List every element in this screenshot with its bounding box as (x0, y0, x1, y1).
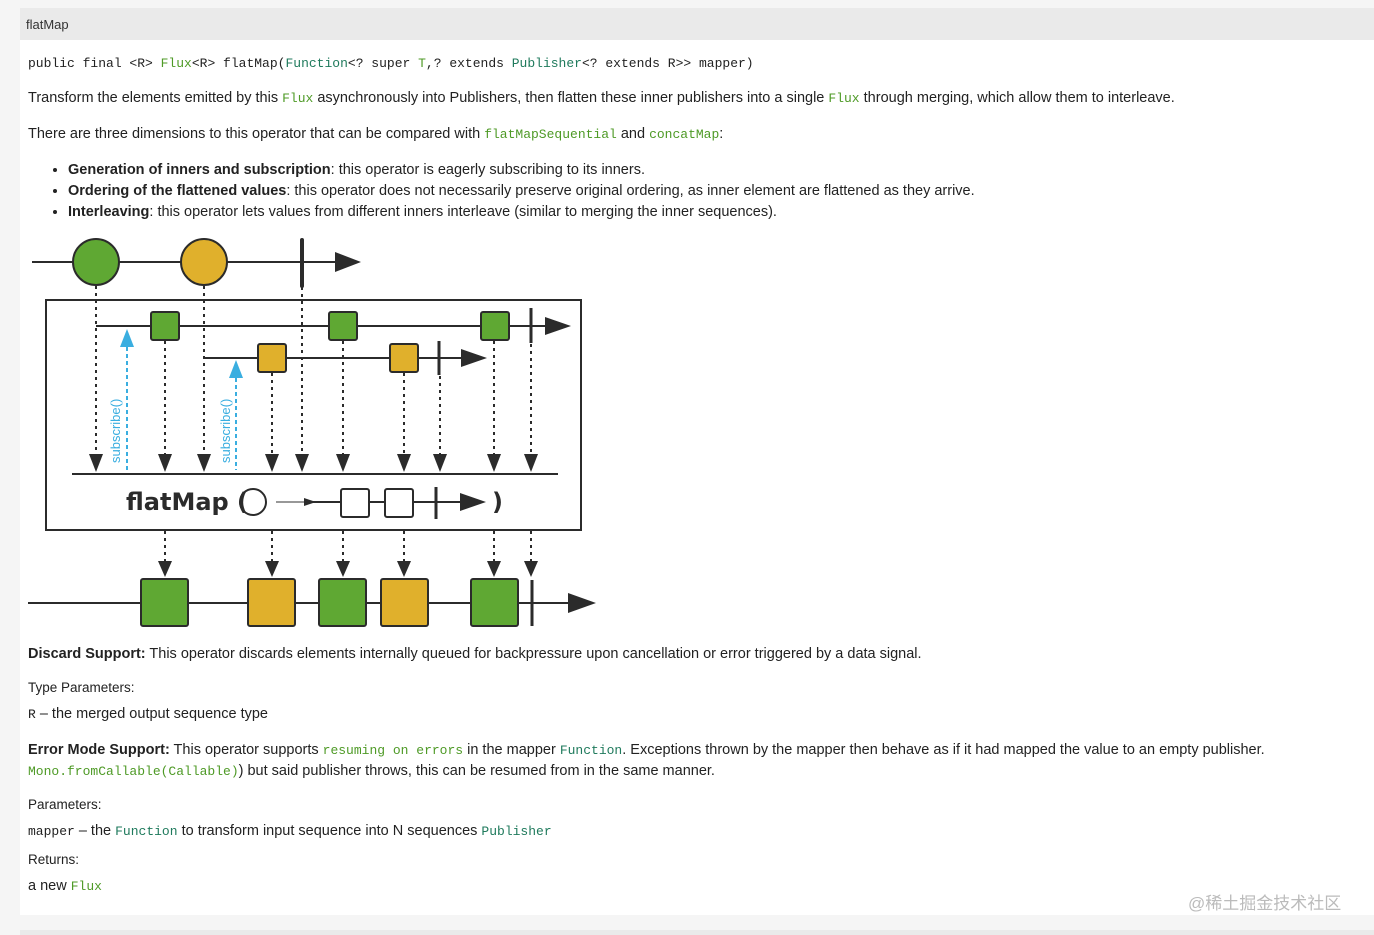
legend-square (340, 488, 370, 518)
yellow-square-marble (389, 343, 419, 373)
green-square-marble (480, 311, 510, 341)
arrow-head (197, 454, 211, 472)
returns: a new Flux (28, 878, 102, 894)
method-detail-panel (20, 8, 1374, 915)
function-link[interactable]: Function (285, 56, 348, 71)
resuming-on-errors-link[interactable]: resuming on errors (322, 743, 464, 758)
watermark: @稀土掘金技术社区 (1188, 894, 1342, 913)
error-mode-support-cont: Mono.fromCallable(Callable)) but said pu… (28, 763, 715, 779)
arrow-head (336, 561, 350, 577)
subscribe-label: subscribe() (108, 399, 123, 463)
green-output-marble (470, 578, 519, 627)
method-title: flatMap (26, 17, 69, 32)
legend-circle (239, 488, 267, 516)
green-output-marble (140, 578, 189, 627)
arrow-head (89, 454, 103, 472)
arrow-head (265, 454, 279, 472)
list-item: Ordering of the flattened values: this o… (68, 181, 975, 202)
arrow-head (461, 349, 487, 367)
publisher-link[interactable]: Publisher (511, 56, 582, 71)
type-parameters-heading: Type Parameters: (28, 680, 135, 695)
list-item: Interleaving: this operator lets values … (68, 202, 975, 223)
concatmap-link[interactable]: concatMap (649, 127, 720, 142)
arrow-head (545, 317, 571, 335)
arrow-head (487, 454, 501, 472)
type-parameter: R – the merged output sequence type (28, 706, 268, 722)
flux-link[interactable]: Flux (70, 879, 102, 894)
operator-label: flatMap ( (126, 488, 248, 516)
parameters-heading: Parameters: (28, 797, 102, 812)
arrow-head (460, 493, 486, 511)
yellow-circle-marble (180, 238, 228, 286)
arrow-head (433, 454, 447, 472)
arrow-head (568, 593, 596, 613)
operator-close-paren: ) (492, 488, 503, 516)
flux-link[interactable]: Flux (160, 56, 192, 71)
error-mode-support: Error Mode Support: This operator suppor… (28, 742, 1265, 758)
mono-fromcallable-link[interactable]: Mono.fromCallable(Callable) (28, 764, 239, 779)
arrow-head (397, 561, 411, 577)
parameter: mapper – the Function to transform input… (28, 823, 552, 839)
subscribe-label: subscribe() (218, 399, 233, 463)
operator-box (45, 299, 582, 531)
list-item: Generation of inners and subscription: t… (68, 160, 975, 181)
method-header: flatMap (20, 8, 1374, 40)
green-circle-marble (72, 238, 120, 286)
method-signature: public final <R> Flux<R> flatMap(Functio… (28, 56, 754, 71)
arrow-head (524, 454, 538, 472)
type-T: T (418, 56, 426, 71)
subscribe-arrow-head (229, 360, 243, 378)
arrow-head (158, 454, 172, 472)
arrow-head (336, 454, 350, 472)
dimension-list: Generation of inners and subscription: t… (28, 160, 975, 223)
subscribe-arrow-head (120, 329, 134, 347)
flux-link[interactable]: Flux (828, 91, 860, 106)
yellow-output-marble (247, 578, 296, 627)
returns-heading: Returns: (28, 852, 80, 867)
function-link[interactable]: Function (115, 824, 178, 839)
yellow-square-marble (257, 343, 287, 373)
description: Transform the elements emitted by this F… (28, 90, 1175, 106)
arrow-head (524, 561, 538, 577)
flatmapsequential-link[interactable]: flatMapSequential (484, 127, 617, 142)
arrow-head (397, 454, 411, 472)
function-link[interactable]: Function (559, 743, 623, 758)
arrow-head (487, 561, 501, 577)
arrow-head (295, 454, 309, 472)
dimensions-text: There are three dimensions to this opera… (28, 126, 724, 142)
publisher-link[interactable]: Publisher (481, 824, 552, 839)
flux-link[interactable]: Flux (282, 91, 314, 106)
yellow-output-marble (380, 578, 429, 627)
green-square-marble (328, 311, 358, 341)
arrow-head (158, 561, 172, 577)
green-square-marble (150, 311, 180, 341)
arrow-head (335, 252, 361, 272)
green-output-marble (318, 578, 367, 627)
legend-square (384, 488, 414, 518)
discard-support: Discard Support: This operator discards … (28, 646, 922, 662)
next-section-bar (20, 930, 1374, 935)
arrow-head (265, 561, 279, 577)
